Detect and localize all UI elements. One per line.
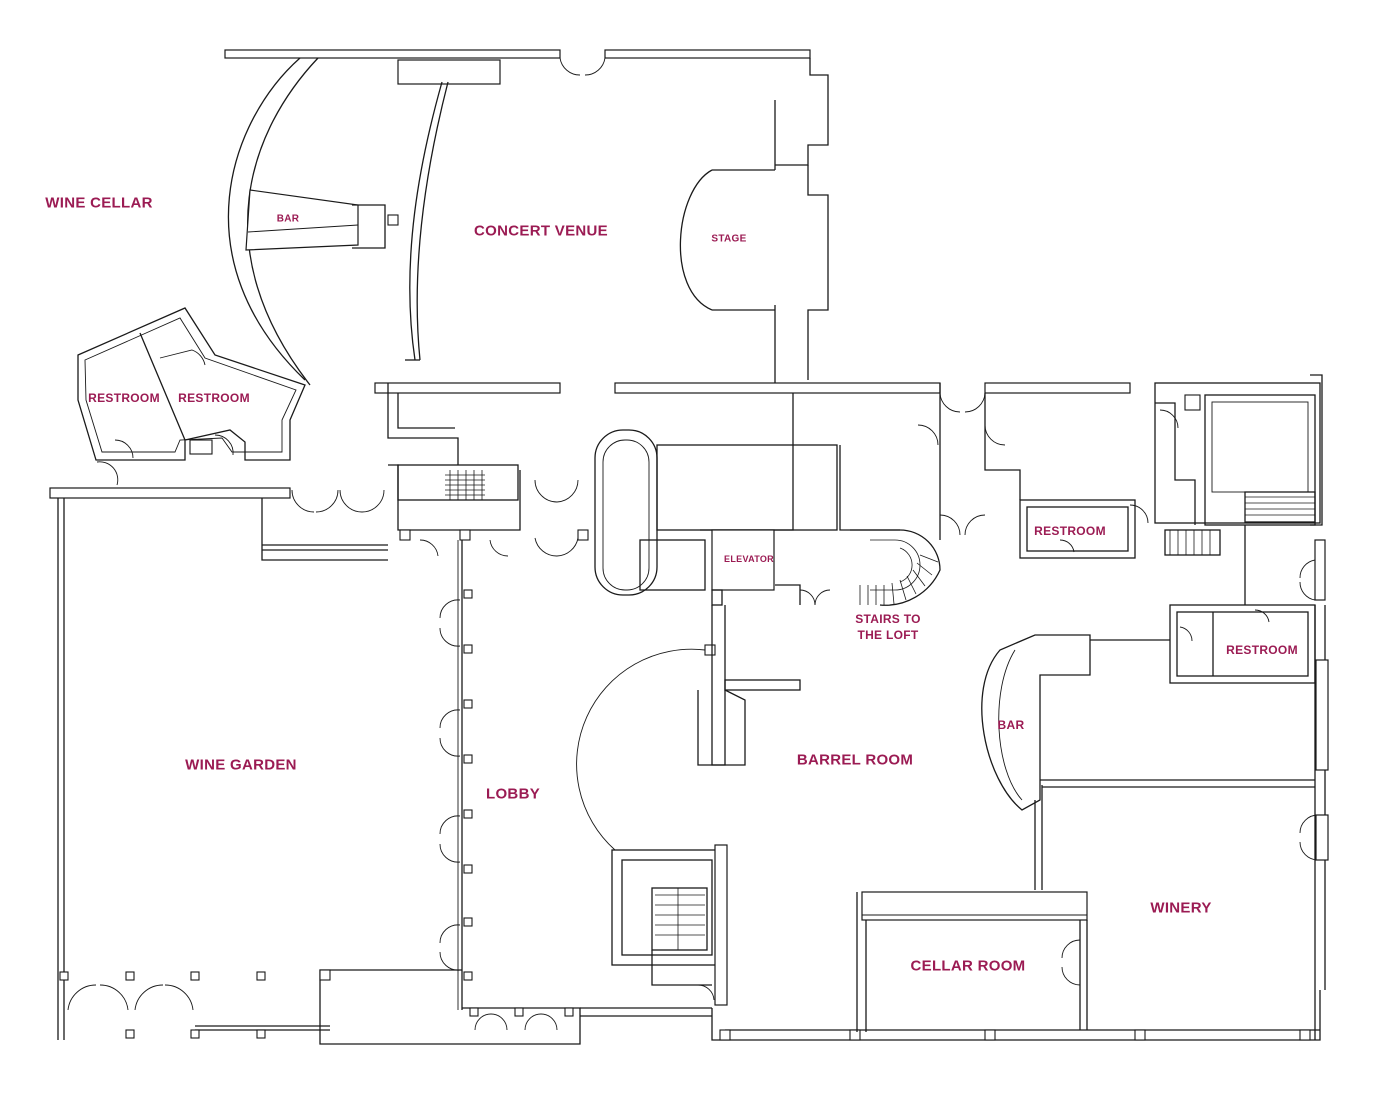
room-label-restroom-3: RESTROOM — [1034, 524, 1106, 538]
room-label-wine-cellar: WINE CELLAR — [45, 194, 153, 212]
room-label-concert-venue: CONCERT VENUE — [474, 222, 608, 240]
room-label-cellar-room: CELLAR ROOM — [910, 957, 1026, 975]
room-label-restroom-2: RESTROOM — [178, 391, 250, 405]
room-label-winery: WINERY — [1150, 899, 1212, 917]
room-label-bar-cellar: BAR — [276, 213, 300, 225]
room-label-elevator: ELEVATOR — [724, 554, 774, 564]
room-label-stage: STAGE — [711, 233, 747, 245]
room-label-restroom-4: RESTROOM — [1226, 643, 1298, 657]
room-label-bar-barrel: BAR — [997, 718, 1025, 732]
room-label-restroom-1: RESTROOM — [88, 391, 160, 405]
room-label-barrel-room: BARREL ROOM — [796, 751, 914, 769]
room-label-wine-garden: WINE GARDEN — [185, 756, 297, 774]
room-label-stairs-loft: STAIRS TO THE LOFT — [855, 612, 921, 642]
walls — [49, 49, 1329, 1045]
room-label-lobby: LOBBY — [486, 785, 540, 803]
